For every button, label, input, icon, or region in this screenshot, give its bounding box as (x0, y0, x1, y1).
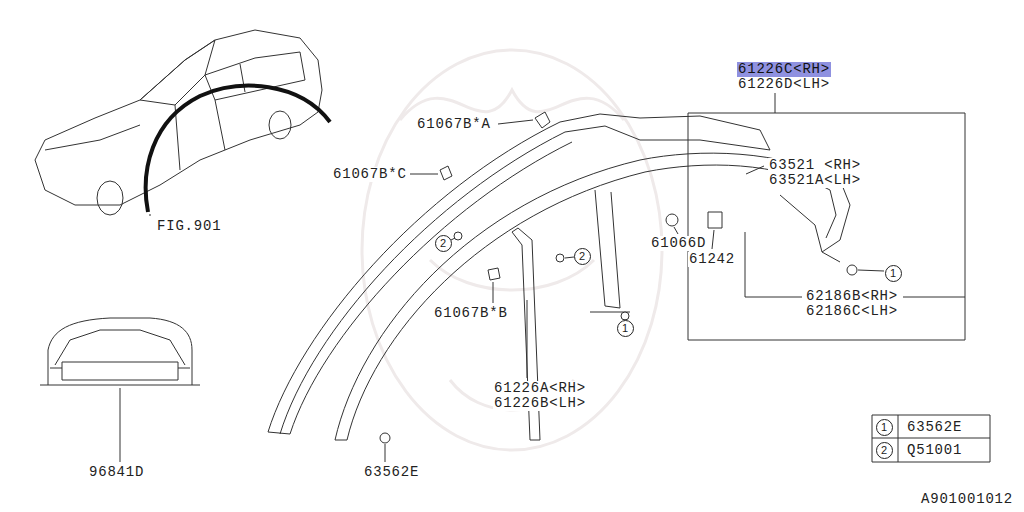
leader-lines (674, 227, 678, 234)
trim-parts (600, 114, 770, 150)
leader-lines (745, 232, 802, 297)
headliner-part (62, 362, 178, 380)
highlighted-part-number: 61226C<RH> (737, 62, 831, 77)
trim-parts (595, 190, 620, 308)
watermark (430, 260, 594, 290)
watermark (362, 50, 662, 450)
part-label: 63521 <RH> (768, 158, 862, 173)
watermark (362, 50, 662, 450)
callout-circle: 2 (876, 442, 893, 459)
part-label: 61066D (650, 236, 707, 251)
leader-lines (565, 257, 574, 258)
part-label: 63562E (363, 465, 420, 480)
part-label: 63521A<LH> (768, 173, 862, 188)
part-label: 96841D (88, 465, 145, 480)
section-arc (146, 86, 330, 212)
clips (847, 265, 857, 275)
clips (535, 112, 550, 128)
part-label: 61067B*A (416, 117, 492, 132)
leader-lines (410, 174, 438, 175)
part-label: 61067B*B (433, 306, 509, 321)
callout-circle: 1 (885, 265, 902, 282)
clips (488, 268, 500, 280)
trim-parts (780, 195, 840, 262)
headliner-part (48, 318, 192, 385)
callout-number: 1 (622, 323, 628, 334)
part-label: 62186B<RH> (805, 289, 899, 304)
trim-parts (335, 440, 347, 441)
callout-number: 1 (890, 268, 896, 279)
headliner-part (40, 318, 200, 385)
car-sketch (97, 181, 123, 215)
part-label: 61226D<LH> (737, 77, 831, 92)
leader-lines (451, 238, 455, 240)
clips (440, 166, 452, 180)
clips (621, 312, 629, 320)
part-label: FIG.901 (156, 219, 222, 234)
trim-parts (268, 432, 290, 434)
part-label: A901001012 (920, 492, 1014, 507)
leader-lines (712, 230, 714, 249)
callout-circle: 1 (876, 419, 893, 436)
trim-parts (347, 165, 836, 440)
leader-lines (688, 113, 965, 340)
leader-lines (903, 297, 965, 298)
leader-lines (385, 444, 386, 462)
part-label: 62186C<LH> (805, 304, 899, 319)
car-sketch (269, 111, 291, 139)
callout-number: 2 (579, 251, 585, 262)
leader-lines (527, 300, 528, 378)
part-label: 61226B<LH> (493, 396, 587, 411)
trim-parts (335, 153, 850, 440)
clips (708, 212, 722, 228)
leader-lines (498, 120, 533, 124)
callout-number: 1 (881, 422, 887, 433)
leader-lines (746, 166, 764, 174)
part-label: 63562E (906, 420, 963, 435)
headliner-part (50, 368, 190, 369)
trim-parts (280, 126, 605, 434)
clips (454, 232, 462, 240)
car-sketch (35, 30, 322, 215)
callout-number: 2 (440, 238, 446, 249)
legend-table (872, 415, 990, 462)
legend-table (872, 415, 990, 462)
leader-lines (775, 93, 776, 113)
callout-circle: 1 (617, 320, 634, 337)
callout-circle: 2 (435, 235, 452, 252)
leader-lines (120, 388, 121, 462)
car-sketch (215, 100, 225, 150)
leader-lines (858, 270, 884, 271)
headliner-part (55, 330, 185, 365)
part-label: 61242 (688, 252, 736, 267)
part-label: Q51001 (906, 443, 963, 458)
leader-lines (120, 93, 965, 462)
leader-lines (493, 282, 494, 303)
leader-lines (150, 214, 151, 216)
part-label: 61067B*C (332, 167, 408, 182)
car-sketch (45, 125, 140, 150)
car-sketch (35, 30, 322, 205)
callout-number: 2 (881, 445, 887, 456)
clips (380, 433, 390, 443)
clips (556, 254, 564, 262)
headliner-part (40, 385, 200, 386)
trim-parts (268, 114, 850, 440)
part-label: 61226A<RH> (493, 381, 587, 396)
callout-circle: 2 (574, 248, 591, 265)
clips (666, 214, 678, 226)
legend-table (872, 438, 990, 439)
